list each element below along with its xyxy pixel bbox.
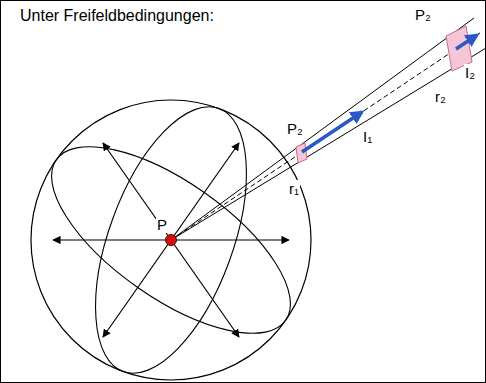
diagram-title: Unter Freifeldbedingungen: xyxy=(20,7,214,25)
sphere-meridian xyxy=(23,112,319,368)
intensity-label: I₁ xyxy=(362,128,373,145)
distance-label: r₂ xyxy=(434,88,447,105)
intensity-label: I₂ xyxy=(464,64,476,81)
sphere-meridian xyxy=(65,87,277,383)
source-label: P xyxy=(156,216,168,233)
area-patch xyxy=(296,143,307,163)
area-label: P₂ xyxy=(414,6,432,23)
radiation-arrows xyxy=(53,143,289,337)
sphere xyxy=(31,100,311,380)
cone xyxy=(171,18,486,240)
area-label: P₂ xyxy=(286,120,304,137)
intensity-arrow xyxy=(302,112,362,152)
distance-label: r₁ xyxy=(288,180,300,197)
point-source xyxy=(166,235,177,246)
intensity-arrow xyxy=(456,35,477,49)
